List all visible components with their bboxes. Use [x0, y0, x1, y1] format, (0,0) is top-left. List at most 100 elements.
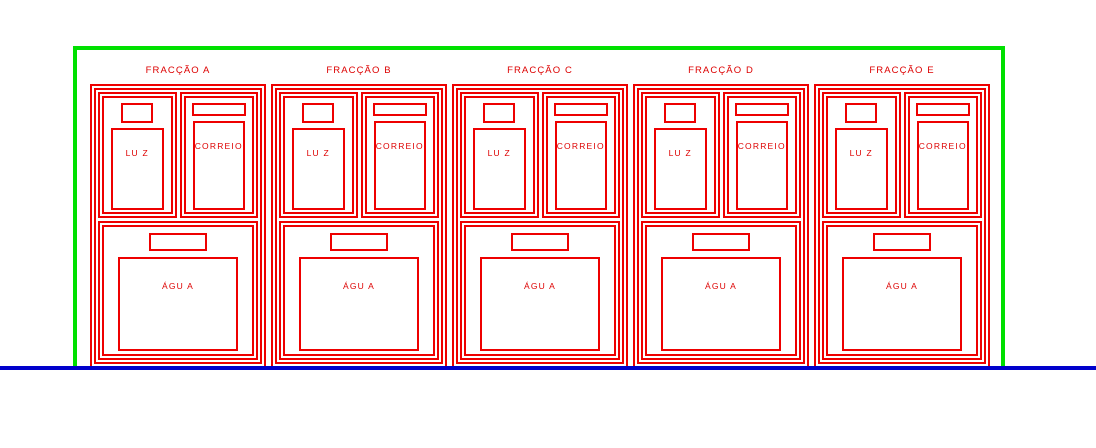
agua-label-c: ÁGU A: [524, 281, 556, 291]
agua-panel-d: ÁGU A: [661, 257, 781, 351]
fraction-column-e[interactable]: FRACÇÃO E LU Z: [814, 58, 990, 368]
fraction-label-d: FRACÇÃO D: [688, 65, 754, 76]
luz-panel-c: LU Z: [473, 128, 526, 210]
correio-box-inner-d: CORREIO: [726, 96, 797, 214]
agua-slot-icon-b: [330, 233, 388, 251]
agua-box-d[interactable]: ÁGU A: [641, 221, 801, 360]
agua-slot-icon-e: [873, 233, 931, 251]
agua-label-d: ÁGU A: [705, 281, 737, 291]
correio-label-b: CORREIO: [375, 141, 424, 151]
agua-slot-icon-c: [511, 233, 569, 251]
cabinet-e[interactable]: LU Z CORREIO: [814, 84, 990, 368]
correio-slot-icon-e: [915, 103, 970, 116]
cabinet-a[interactable]: LU Z CORREIO: [90, 84, 266, 368]
correio-box-a[interactable]: CORREIO: [179, 92, 258, 218]
correio-panel-e: CORREIO: [916, 121, 969, 210]
agua-box-inner-a: ÁGU A: [102, 225, 254, 356]
meter-row-d: LU Z CORREIO: [641, 92, 801, 218]
fraction-column-b[interactable]: FRACÇÃO B LU Z: [271, 58, 447, 368]
luz-slot-icon-b: [302, 103, 335, 123]
fraction-column-d[interactable]: FRACÇÃO D LU Z: [633, 58, 809, 368]
luz-box-inner-a: LU Z: [102, 96, 173, 214]
correio-slot-icon-b: [372, 103, 427, 116]
luz-slot-icon-a: [121, 103, 154, 123]
meter-row-e: LU Z CORREIO: [822, 92, 982, 218]
cabinet-inner-c: LU Z CORREIO: [456, 88, 624, 364]
luz-panel-d: LU Z: [654, 128, 707, 210]
agua-panel-b: ÁGU A: [299, 257, 419, 351]
luz-label-a: LU Z: [125, 148, 149, 158]
agua-box-e[interactable]: ÁGU A: [822, 221, 982, 360]
agua-label-a: ÁGU A: [162, 281, 194, 291]
correio-box-inner-b: CORREIO: [364, 96, 435, 214]
correio-box-inner-e: CORREIO: [907, 96, 978, 214]
agua-box-inner-b: ÁGU A: [283, 225, 435, 356]
correio-box-e[interactable]: CORREIO: [903, 92, 982, 218]
correio-slot-icon-d: [734, 103, 789, 116]
fraction-cabinets-group: FRACÇÃO A LU Z: [90, 58, 990, 368]
ground-line: [0, 366, 1096, 370]
correio-panel-c: CORREIO: [554, 121, 607, 210]
cabinet-d[interactable]: LU Z CORREIO: [633, 84, 809, 368]
agua-slot-icon-d: [692, 233, 750, 251]
luz-label-e: LU Z: [849, 148, 873, 158]
correio-box-c[interactable]: CORREIO: [541, 92, 620, 218]
fraction-column-a[interactable]: FRACÇÃO A LU Z: [90, 58, 266, 368]
agua-panel-e: ÁGU A: [842, 257, 962, 351]
luz-slot-icon-c: [483, 103, 516, 123]
correio-slot-icon-c: [553, 103, 608, 116]
luz-box-c[interactable]: LU Z: [460, 92, 539, 218]
agua-box-c[interactable]: ÁGU A: [460, 221, 620, 360]
cabinet-inner-e: LU Z CORREIO: [818, 88, 986, 364]
luz-panel-a: LU Z: [111, 128, 164, 210]
correio-box-d[interactable]: CORREIO: [722, 92, 801, 218]
luz-box-a[interactable]: LU Z: [98, 92, 177, 218]
luz-label-b: LU Z: [306, 148, 330, 158]
correio-label-c: CORREIO: [556, 141, 605, 151]
luz-slot-icon-e: [845, 103, 878, 123]
agua-box-inner-d: ÁGU A: [645, 225, 797, 356]
luz-label-c: LU Z: [487, 148, 511, 158]
meter-row-c: LU Z CORREIO: [460, 92, 620, 218]
cabinet-b[interactable]: LU Z CORREIO: [271, 84, 447, 368]
meter-row-a: LU Z CORREIO: [98, 92, 258, 218]
plot-boundary-outline: [73, 46, 1005, 368]
agua-slot-icon-a: [149, 233, 207, 251]
correio-box-inner-c: CORREIO: [545, 96, 616, 214]
agua-box-inner-e: ÁGU A: [826, 225, 978, 356]
fraction-label-b: FRACÇÃO B: [326, 65, 392, 76]
luz-box-e[interactable]: LU Z: [822, 92, 901, 218]
luz-panel-b: LU Z: [292, 128, 345, 210]
luz-box-inner-c: LU Z: [464, 96, 535, 214]
fraction-column-c[interactable]: FRACÇÃO C LU Z: [452, 58, 628, 368]
luz-box-d[interactable]: LU Z: [641, 92, 720, 218]
luz-slot-icon-d: [664, 103, 697, 123]
fraction-label-e: FRACÇÃO E: [869, 65, 935, 76]
correio-label-e: CORREIO: [918, 141, 967, 151]
meter-row-b: LU Z CORREIO: [279, 92, 439, 218]
agua-box-inner-c: ÁGU A: [464, 225, 616, 356]
luz-box-b[interactable]: LU Z: [279, 92, 358, 218]
agua-label-e: ÁGU A: [886, 281, 918, 291]
fraction-label-c: FRACÇÃO C: [507, 65, 573, 76]
luz-panel-e: LU Z: [835, 128, 888, 210]
luz-label-d: LU Z: [668, 148, 692, 158]
cabinet-inner-a: LU Z CORREIO: [94, 88, 262, 364]
fraction-label-a: FRACÇÃO A: [145, 65, 211, 76]
luz-box-inner-d: LU Z: [645, 96, 716, 214]
correio-panel-d: CORREIO: [735, 121, 788, 210]
agua-box-b[interactable]: ÁGU A: [279, 221, 439, 360]
correio-label-d: CORREIO: [737, 141, 786, 151]
cabinet-inner-d: LU Z CORREIO: [637, 88, 805, 364]
correio-slot-icon-a: [191, 103, 246, 116]
correio-box-inner-a: CORREIO: [183, 96, 254, 214]
agua-box-a[interactable]: ÁGU A: [98, 221, 258, 360]
luz-box-inner-b: LU Z: [283, 96, 354, 214]
agua-panel-c: ÁGU A: [480, 257, 600, 351]
cabinet-inner-b: LU Z CORREIO: [275, 88, 443, 364]
luz-box-inner-e: LU Z: [826, 96, 897, 214]
agua-panel-a: ÁGU A: [118, 257, 238, 351]
correio-box-b[interactable]: CORREIO: [360, 92, 439, 218]
cabinet-c[interactable]: LU Z CORREIO: [452, 84, 628, 368]
